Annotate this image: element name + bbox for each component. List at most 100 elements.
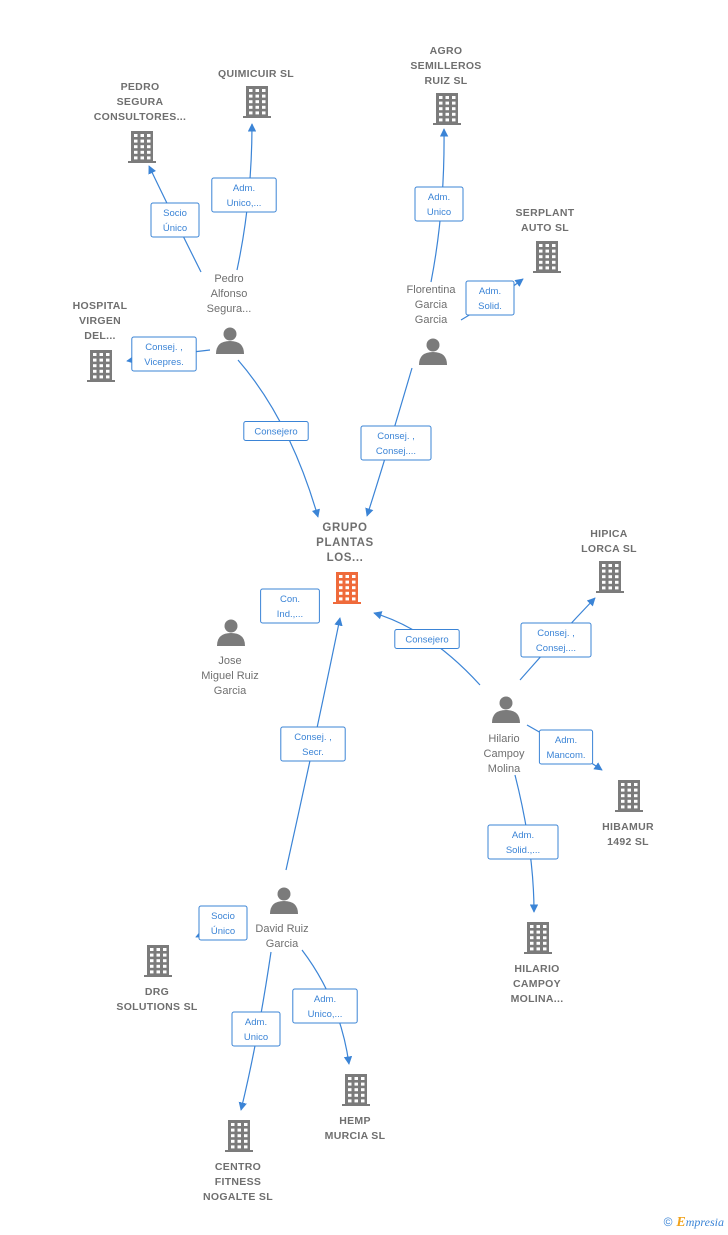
building-window [345,591,349,595]
role-badge[interactable]: Consej. ,Consej.... [520,622,592,658]
role-label: Adm. [245,1017,267,1028]
role-label: Solid.,... [506,845,540,856]
building-window [452,101,456,105]
building-window [163,953,167,957]
building-base [615,810,643,812]
role-box [150,202,200,238]
building-base [243,116,271,118]
role-badge[interactable]: Adm.Mancom. [538,729,594,765]
person-node[interactable]: PedroAlfonsoSegura... [207,273,252,354]
building-window [627,788,631,792]
building-window [354,1099,358,1103]
role-badge[interactable]: Consej. ,Secr. [280,726,346,762]
role-badge[interactable]: Consejero [394,629,460,649]
node-label: Pedro [214,273,243,285]
building-window [602,564,606,567]
building-window [106,375,110,379]
building-window [608,575,612,579]
node-label: HOSPITAL [73,300,128,312]
empresia-logo: ©Empresia [664,1215,724,1231]
node-label: SOLUTIONS SL [116,1001,197,1013]
building-window [244,1145,248,1149]
building-window [608,564,612,567]
role-badge[interactable]: Consej. ,Consej.... [360,425,432,461]
building-window [439,107,443,111]
company-node[interactable]: PEDROSEGURACONSULTORES... [94,81,187,163]
building-window [156,948,160,951]
building-window [156,953,160,957]
role-label: Unico,... [227,198,262,209]
company-node[interactable]: HILARIOCAMPOYMOLINA... [511,922,564,1005]
person-icon [270,887,298,914]
node-label: Campoy [484,748,525,760]
company-node[interactable]: HOSPITALVIRGENDEL... [73,300,128,382]
building-window [147,134,151,137]
role-badge[interactable]: Adm.Unico [414,186,464,222]
building-window [354,1088,358,1092]
role-badge[interactable]: Adm.Solid.,... [487,824,559,860]
building-icon [533,241,561,273]
building-window [445,118,449,122]
building-window [255,94,259,98]
node-label: SEMILLEROS [410,60,481,72]
company-node[interactable]: QUIMICUIR SL [218,68,294,118]
building-window [140,145,144,149]
role-label: Consej.... [536,643,576,654]
building-window [348,1093,352,1097]
role-label: Ind.,... [277,609,303,620]
center-company-node[interactable]: GRUPOPLANTASLOS... [316,522,374,604]
role-label: Consej. , [294,732,332,743]
role-badge[interactable]: Adm.Unico,... [211,177,277,213]
building-window [237,1134,241,1138]
node-label: Hilario [488,733,519,745]
building-window [150,970,154,974]
node-label: Molina [488,763,521,775]
person-head [426,338,440,352]
copyright-symbol: © [663,1215,673,1229]
building-window [545,260,549,264]
node-label: Alfonso [211,288,248,300]
person-body [216,341,244,354]
node-label: SEGURA [117,96,164,108]
role-label: Consejero [254,427,297,438]
building-window [452,107,456,111]
building-window [237,1145,241,1149]
building-window [354,1093,358,1097]
node-label: LORCA SL [581,543,637,555]
role-badge[interactable]: Con.Ind.,... [260,588,320,624]
role-badge[interactable]: Adm.Unico,... [292,988,358,1024]
building-window [345,597,349,601]
building-window [147,139,151,143]
building-window [602,569,606,573]
building-window [249,94,253,98]
building-window [627,799,631,803]
role-label: Vicepres. [144,357,183,368]
role-badge[interactable]: Consejero [243,421,309,441]
node-label: VIRGEN [79,315,121,327]
role-badge[interactable]: Consej. ,Vicepres. [131,336,197,372]
node-label: PLANTAS [316,537,374,549]
person-body [217,633,245,646]
building-window [99,375,103,379]
building-window [339,597,343,601]
building-window [249,89,253,92]
role-badge[interactable]: Adm.Solid. [465,280,515,316]
role-badge[interactable]: Adm.Unico [231,1011,281,1047]
building-window [621,794,625,798]
building-window [255,105,259,109]
building-window [439,101,443,105]
